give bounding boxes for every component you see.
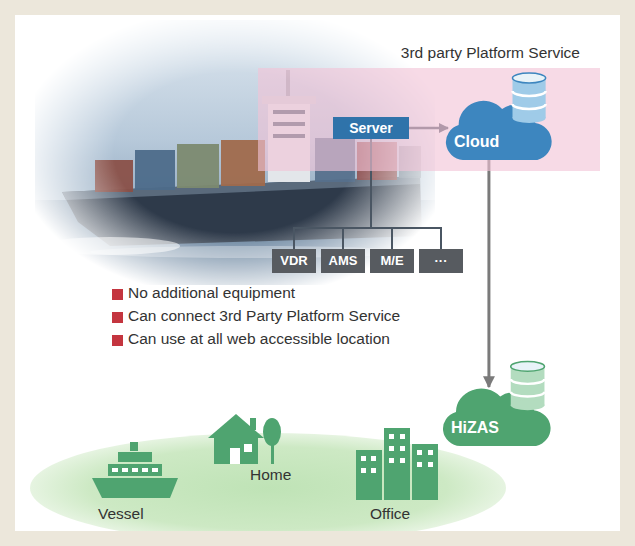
- equipment-box: M/E: [370, 249, 414, 273]
- connector: [487, 160, 490, 387]
- cloud-label: HiZAS: [451, 419, 499, 437]
- equipment-box: VDR: [272, 249, 316, 273]
- vessel-icon: [92, 442, 178, 498]
- feature-bullet: No additional equipment: [128, 284, 295, 302]
- location-label: Office: [370, 505, 410, 523]
- box-label: AMS: [329, 254, 358, 269]
- bullet-square: [112, 289, 123, 300]
- server-box: Server: [333, 117, 409, 139]
- box-label: ···: [435, 254, 448, 269]
- box-label: Server: [349, 120, 393, 136]
- feature-bullet: Can use at all web accessible location: [128, 330, 390, 348]
- database-icon: [511, 362, 545, 411]
- location-label: Home: [250, 466, 291, 484]
- cloud-shape: [440, 92, 556, 164]
- cloud-shape: [437, 380, 555, 450]
- equipment-box: ···: [419, 249, 463, 273]
- platform-region: 3rd party Platform ServiceServerCloud: [258, 68, 600, 171]
- location-label: Vessel: [98, 505, 144, 523]
- home-icon: [208, 414, 281, 464]
- office-icon: [356, 428, 438, 500]
- cloud-label: Cloud: [454, 133, 499, 151]
- bullet-square: [112, 312, 123, 323]
- cloud-node: HiZAS: [437, 380, 555, 450]
- bullet-square: [112, 335, 123, 346]
- region-title: 3rd party Platform Service: [401, 44, 580, 62]
- cloud-node: Cloud: [440, 92, 556, 164]
- box-label: VDR: [280, 254, 307, 269]
- equipment-box: AMS: [321, 249, 365, 273]
- feature-bullet: Can connect 3rd Party Platform Service: [128, 307, 400, 325]
- user-area: [30, 433, 506, 531]
- box-label: M/E: [380, 254, 403, 269]
- database-icon: [513, 73, 546, 123]
